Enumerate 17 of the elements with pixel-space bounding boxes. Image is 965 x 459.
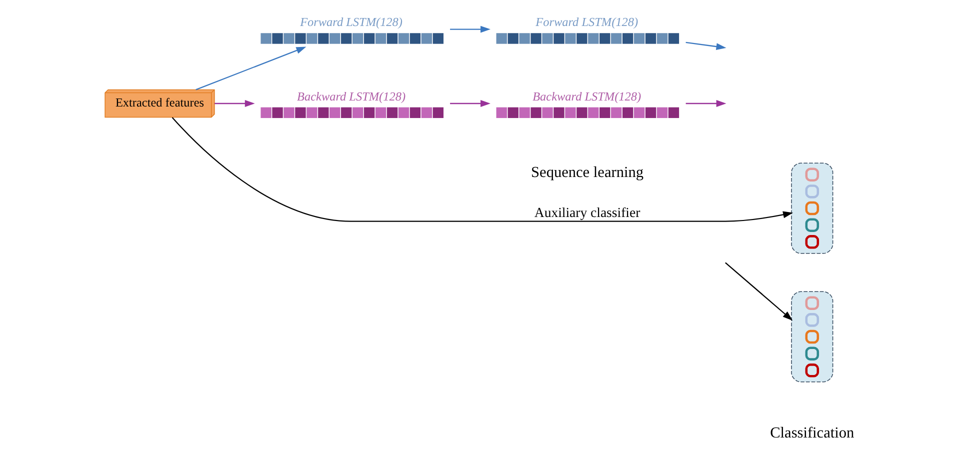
arrow (172, 117, 794, 222)
arrow (214, 100, 255, 107)
node-label: Forward LSTM(128) (300, 15, 402, 30)
node-bar (791, 291, 834, 382)
arrow (450, 100, 490, 107)
node-label: Backward LSTM(128) (532, 89, 642, 104)
edge-label: Auxiliary classifier (534, 204, 640, 220)
arrow (725, 262, 793, 321)
arrow (686, 100, 726, 107)
label: Sequence learning (531, 164, 644, 181)
arrow (196, 46, 306, 90)
arrow (450, 26, 490, 33)
node-bar (791, 162, 834, 254)
label: Classification (770, 424, 854, 442)
node-label: Backward LSTM(128) (297, 89, 406, 104)
arrow (686, 42, 726, 50)
node-label: Forward LSTM(128) (536, 15, 638, 30)
